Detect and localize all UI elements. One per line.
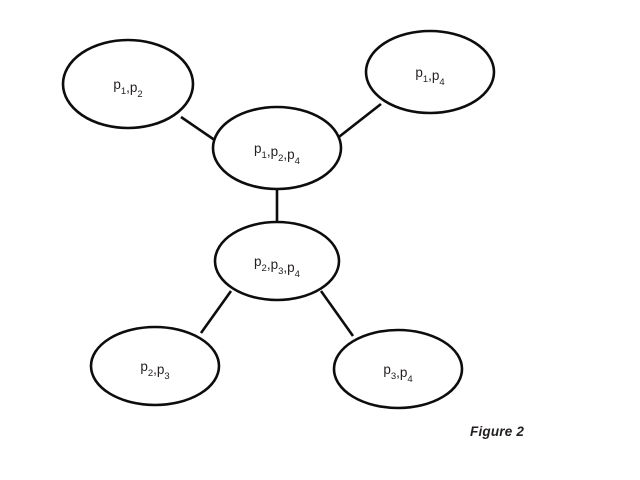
node-p1-p2[interactable]: p1,p2 (61, 38, 195, 130)
edge-p1p2-to-p1p2p4 (180, 115, 220, 145)
node-p3-p4-label: p3,p4 (383, 362, 412, 385)
nodes-layer: p1,p2 p1,p2,p4 p1,p4 p2,p3,p4 p2,p3 p3,p4 (61, 29, 496, 410)
edge-p2p3p4-to-p3p4 (319, 290, 355, 337)
node-p1-p2-p4-shape[interactable] (211, 105, 343, 191)
node-p2-p3-p4-shape[interactable] (213, 220, 341, 302)
node-p1-p2-shape[interactable] (61, 38, 195, 130)
node-p2-p3-p4[interactable]: p2,p3,p4 (213, 220, 341, 302)
node-p1-p4-shape[interactable] (364, 29, 496, 115)
edge-p2p3p4-to-p2p3 (199, 290, 233, 334)
node-p1-p2-label: p1,p2 (113, 77, 142, 100)
node-p3-p4[interactable]: p3,p4 (332, 328, 464, 410)
node-p3-p4-shape[interactable] (332, 328, 464, 410)
node-p1-p2-p4-label: p1,p2,p4 (254, 141, 300, 167)
figure-caption: Figure 2 (470, 424, 525, 439)
node-p1-p2-p4[interactable]: p1,p2,p4 (211, 105, 343, 191)
edges-layer (180, 102, 382, 337)
node-p2-p3-p4-label: p2,p3,p4 (254, 254, 300, 280)
node-p2-p3-shape[interactable] (89, 325, 221, 407)
node-p2-p3[interactable]: p2,p3 (89, 325, 221, 407)
edge-p1p2p4-to-p1p4 (334, 102, 382, 142)
node-p1-p4[interactable]: p1,p4 (364, 29, 496, 115)
node-p1-p4-label: p1,p4 (415, 65, 444, 88)
node-p2-p3-label: p2,p3 (140, 359, 169, 382)
